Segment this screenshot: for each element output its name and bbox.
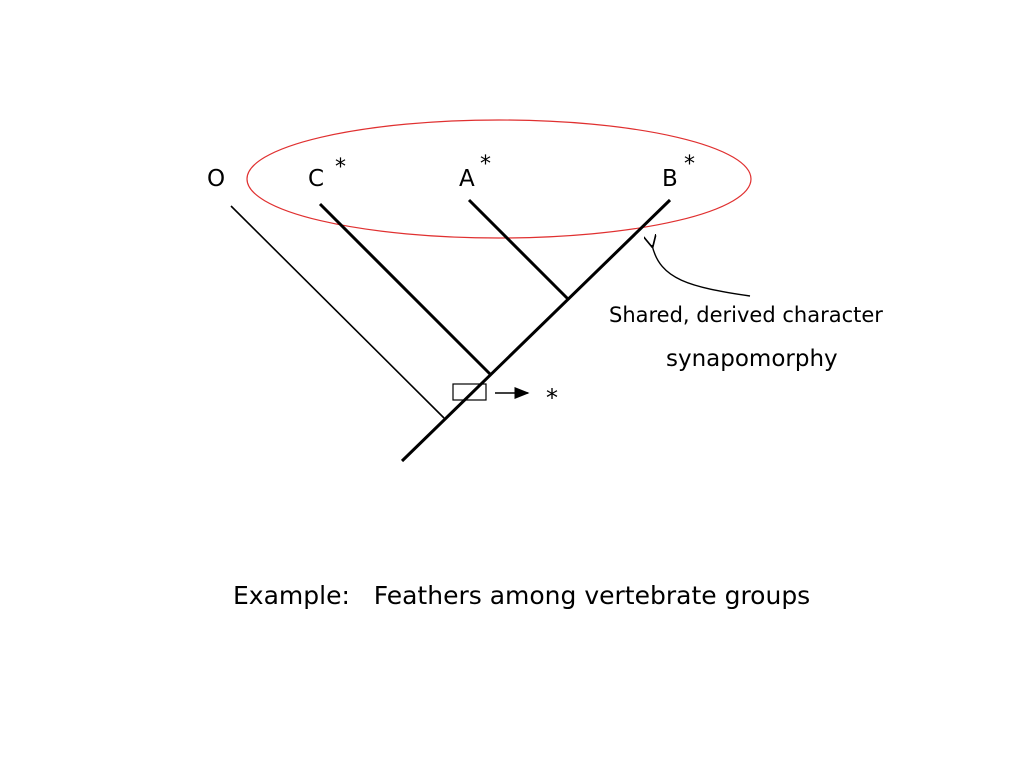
asterisk-a: *: [480, 152, 491, 177]
taxon-label-o: O: [207, 166, 225, 192]
annotation-line-2: synapomorphy: [666, 346, 838, 372]
annotation-arrow: [652, 245, 751, 297]
annotation-line-1: Shared, derived character: [609, 303, 883, 327]
asterisk-c: *: [335, 155, 346, 180]
taxon-label-c: C: [308, 166, 324, 192]
taxon-label-b: B: [662, 166, 678, 192]
caption: Example: Feathers among vertebrate group…: [233, 581, 810, 610]
character-box: [452, 383, 487, 401]
asterisk-node: *: [546, 384, 558, 412]
main-trunk: [400, 198, 672, 463]
c-branch: [318, 202, 492, 376]
a-branch: [467, 198, 570, 301]
clade-ellipse: [246, 119, 752, 239]
asterisk-b: *: [684, 152, 695, 177]
outgroup-branch: [230, 205, 445, 419]
taxon-label-a: A: [459, 166, 475, 192]
